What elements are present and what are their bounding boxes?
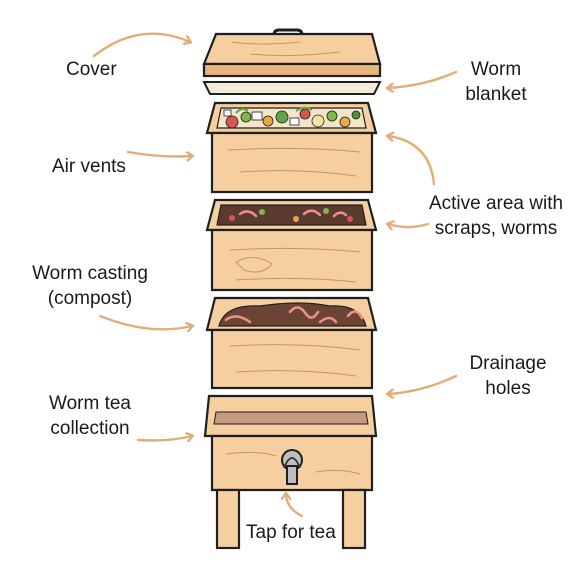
left-leg: [215, 488, 241, 550]
right-leg: [341, 488, 367, 550]
label-tap: Tap for tea: [246, 522, 336, 543]
label-worm-tea: Worm tea collection: [48, 393, 131, 439]
label-cover: Cover: [66, 59, 117, 80]
tap-icon: [281, 449, 303, 485]
scraps-and-worms: [229, 208, 353, 222]
label-drainage-holes: Drainage holes: [469, 353, 547, 399]
cover-lid: [202, 28, 382, 78]
tray-compost: [205, 296, 378, 390]
label-worm-casting: Worm casting (compost): [32, 263, 148, 309]
arrow-air-vents: [126, 152, 192, 157]
arrow-active-area-bottom: [388, 224, 430, 227]
arrow-cover: [92, 32, 190, 58]
arrow-worm-casting: [98, 314, 192, 329]
compost-worms: [224, 306, 364, 324]
arrow-worm-blanket: [388, 70, 458, 88]
arrow-active-area-top: [388, 136, 436, 186]
arrow-tap: [286, 494, 304, 518]
label-active-area: Active area with scraps, worms: [428, 193, 564, 239]
arrow-worm-tea: [136, 436, 192, 441]
worm-blanket: [202, 81, 382, 95]
label-air-vents: Air vents: [52, 156, 126, 177]
food-scraps: [223, 106, 361, 129]
arrow-drainage: [388, 374, 458, 394]
label-worm-blanket: Worm blanket: [465, 59, 527, 105]
tray-top-scraps: [205, 101, 378, 194]
tray-middle-worms: [205, 198, 378, 292]
